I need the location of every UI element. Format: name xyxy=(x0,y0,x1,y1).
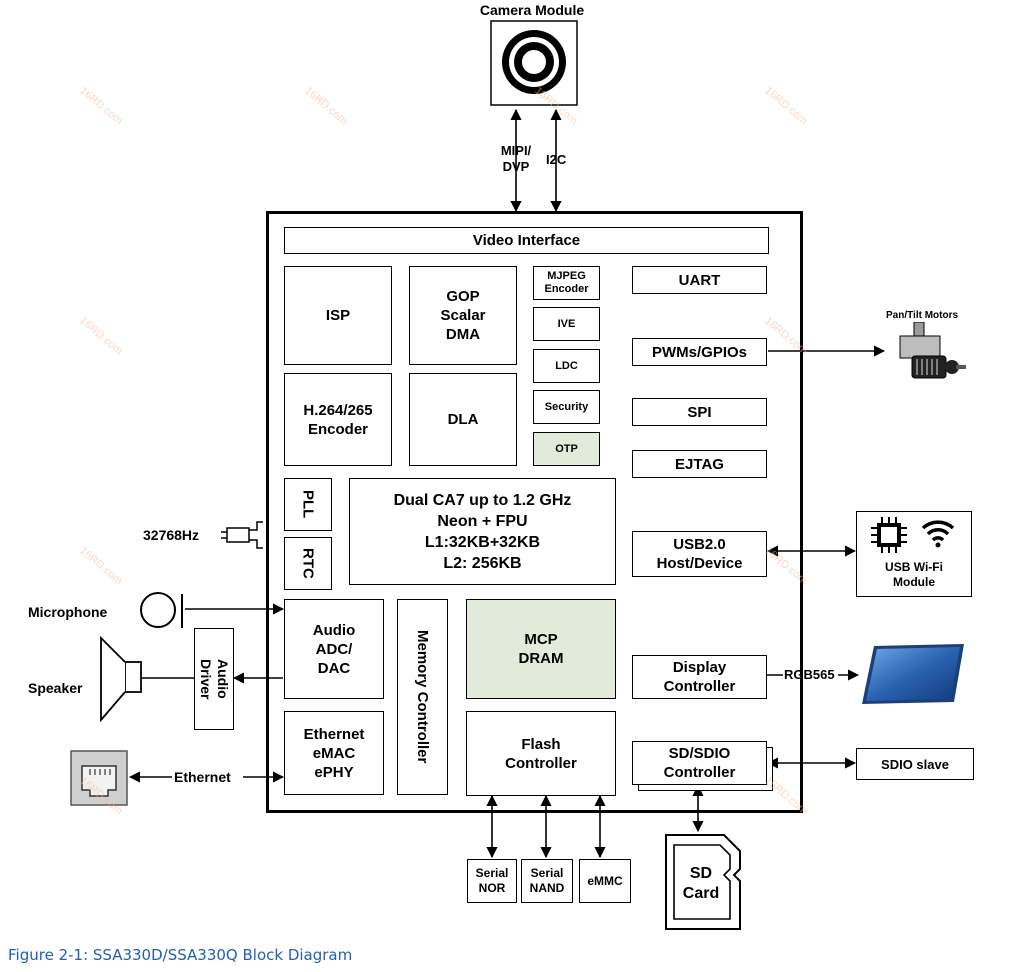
motor-icon xyxy=(899,322,966,379)
ive-block: IVE xyxy=(533,307,600,341)
serial-nand-block: Serial NAND xyxy=(521,859,573,903)
memory-controller-block: Memory Controller xyxy=(397,599,448,795)
gop-scalar-dma-block: GOP Scalar DMA xyxy=(409,266,517,365)
display-controller-block: Display Controller xyxy=(632,655,767,699)
ethernet-block: Ethernet eMAC ePHY xyxy=(284,711,384,795)
serial-nor-block: Serial NOR xyxy=(467,859,517,903)
rgb565-label: RGB565 xyxy=(784,667,835,682)
spi-block: SPI xyxy=(632,398,767,426)
chip-icon xyxy=(871,517,907,553)
flash-controller-block: Flash Controller xyxy=(466,711,616,796)
uart-block: UART xyxy=(632,266,767,294)
ldc-block: LDC xyxy=(533,349,600,383)
speaker-label: Speaker xyxy=(28,680,83,696)
otp-block: OTP xyxy=(533,432,600,466)
mipi-dvp-label: MIPI/ DVP xyxy=(500,143,532,174)
rtc-block: RTC xyxy=(284,537,332,590)
isp-block: ISP xyxy=(284,266,392,365)
emmc-block: eMMC xyxy=(579,859,631,903)
ethernet-port-icon xyxy=(70,750,128,806)
ethernet-label: Ethernet xyxy=(174,769,231,785)
cpu-block: Dual CA7 up to 1.2 GHz Neon + FPU L1:32K… xyxy=(349,478,616,585)
microphone-icon xyxy=(140,592,183,628)
microphone-label: Microphone xyxy=(28,604,108,620)
mjpeg-encoder-block: MJPEG Encoder xyxy=(533,266,600,300)
h264-encoder-block: H.264/265 Encoder xyxy=(284,373,392,466)
dla-block: DLA xyxy=(409,373,517,466)
display-panel-icon xyxy=(862,644,964,704)
pll-block: PLL xyxy=(284,478,332,531)
sd-card-label: SD Card xyxy=(682,865,720,902)
camera-icon xyxy=(490,20,578,106)
wifi-icon xyxy=(921,520,955,548)
video-interface-block: Video Interface xyxy=(284,227,769,254)
dram-block: MCP DRAM xyxy=(466,599,616,699)
audio-driver-block: Audio Driver xyxy=(194,628,234,730)
usb-block: USB2.0 Host/Device xyxy=(632,531,767,577)
crystal-icon xyxy=(221,521,263,549)
camera-module-label: Camera Module xyxy=(479,2,585,18)
sdio-slave-block: SDIO slave xyxy=(856,748,974,780)
security-block: Security xyxy=(533,390,600,424)
sd-card-icon xyxy=(665,834,741,930)
audio-codec-block: Audio ADC/ DAC xyxy=(284,599,384,699)
block-diagram: Camera Module MIPI/ DVP I2C Video Interf… xyxy=(28,2,974,930)
figure-caption: Figure 2-1: SSA330D/SSA330Q Block Diagra… xyxy=(8,946,353,964)
sd-controller-block: SD/SDIO Controller xyxy=(632,741,767,785)
pwm-gpio-block: PWMs/GPIOs xyxy=(632,338,767,366)
i2c-label: I2C xyxy=(546,152,567,167)
usb-wifi-module: USB Wi-Fi Module xyxy=(856,511,972,597)
soc-outline xyxy=(266,211,803,813)
pan-tilt-label: Pan/Tilt Motors xyxy=(886,310,959,321)
clock-label: 32768Hz xyxy=(143,527,200,543)
usb-wifi-label: USB Wi-Fi Module xyxy=(885,560,943,589)
connector-lines xyxy=(128,108,886,859)
speaker-icon xyxy=(100,636,142,722)
ejtag-block: EJTAG xyxy=(632,450,767,478)
